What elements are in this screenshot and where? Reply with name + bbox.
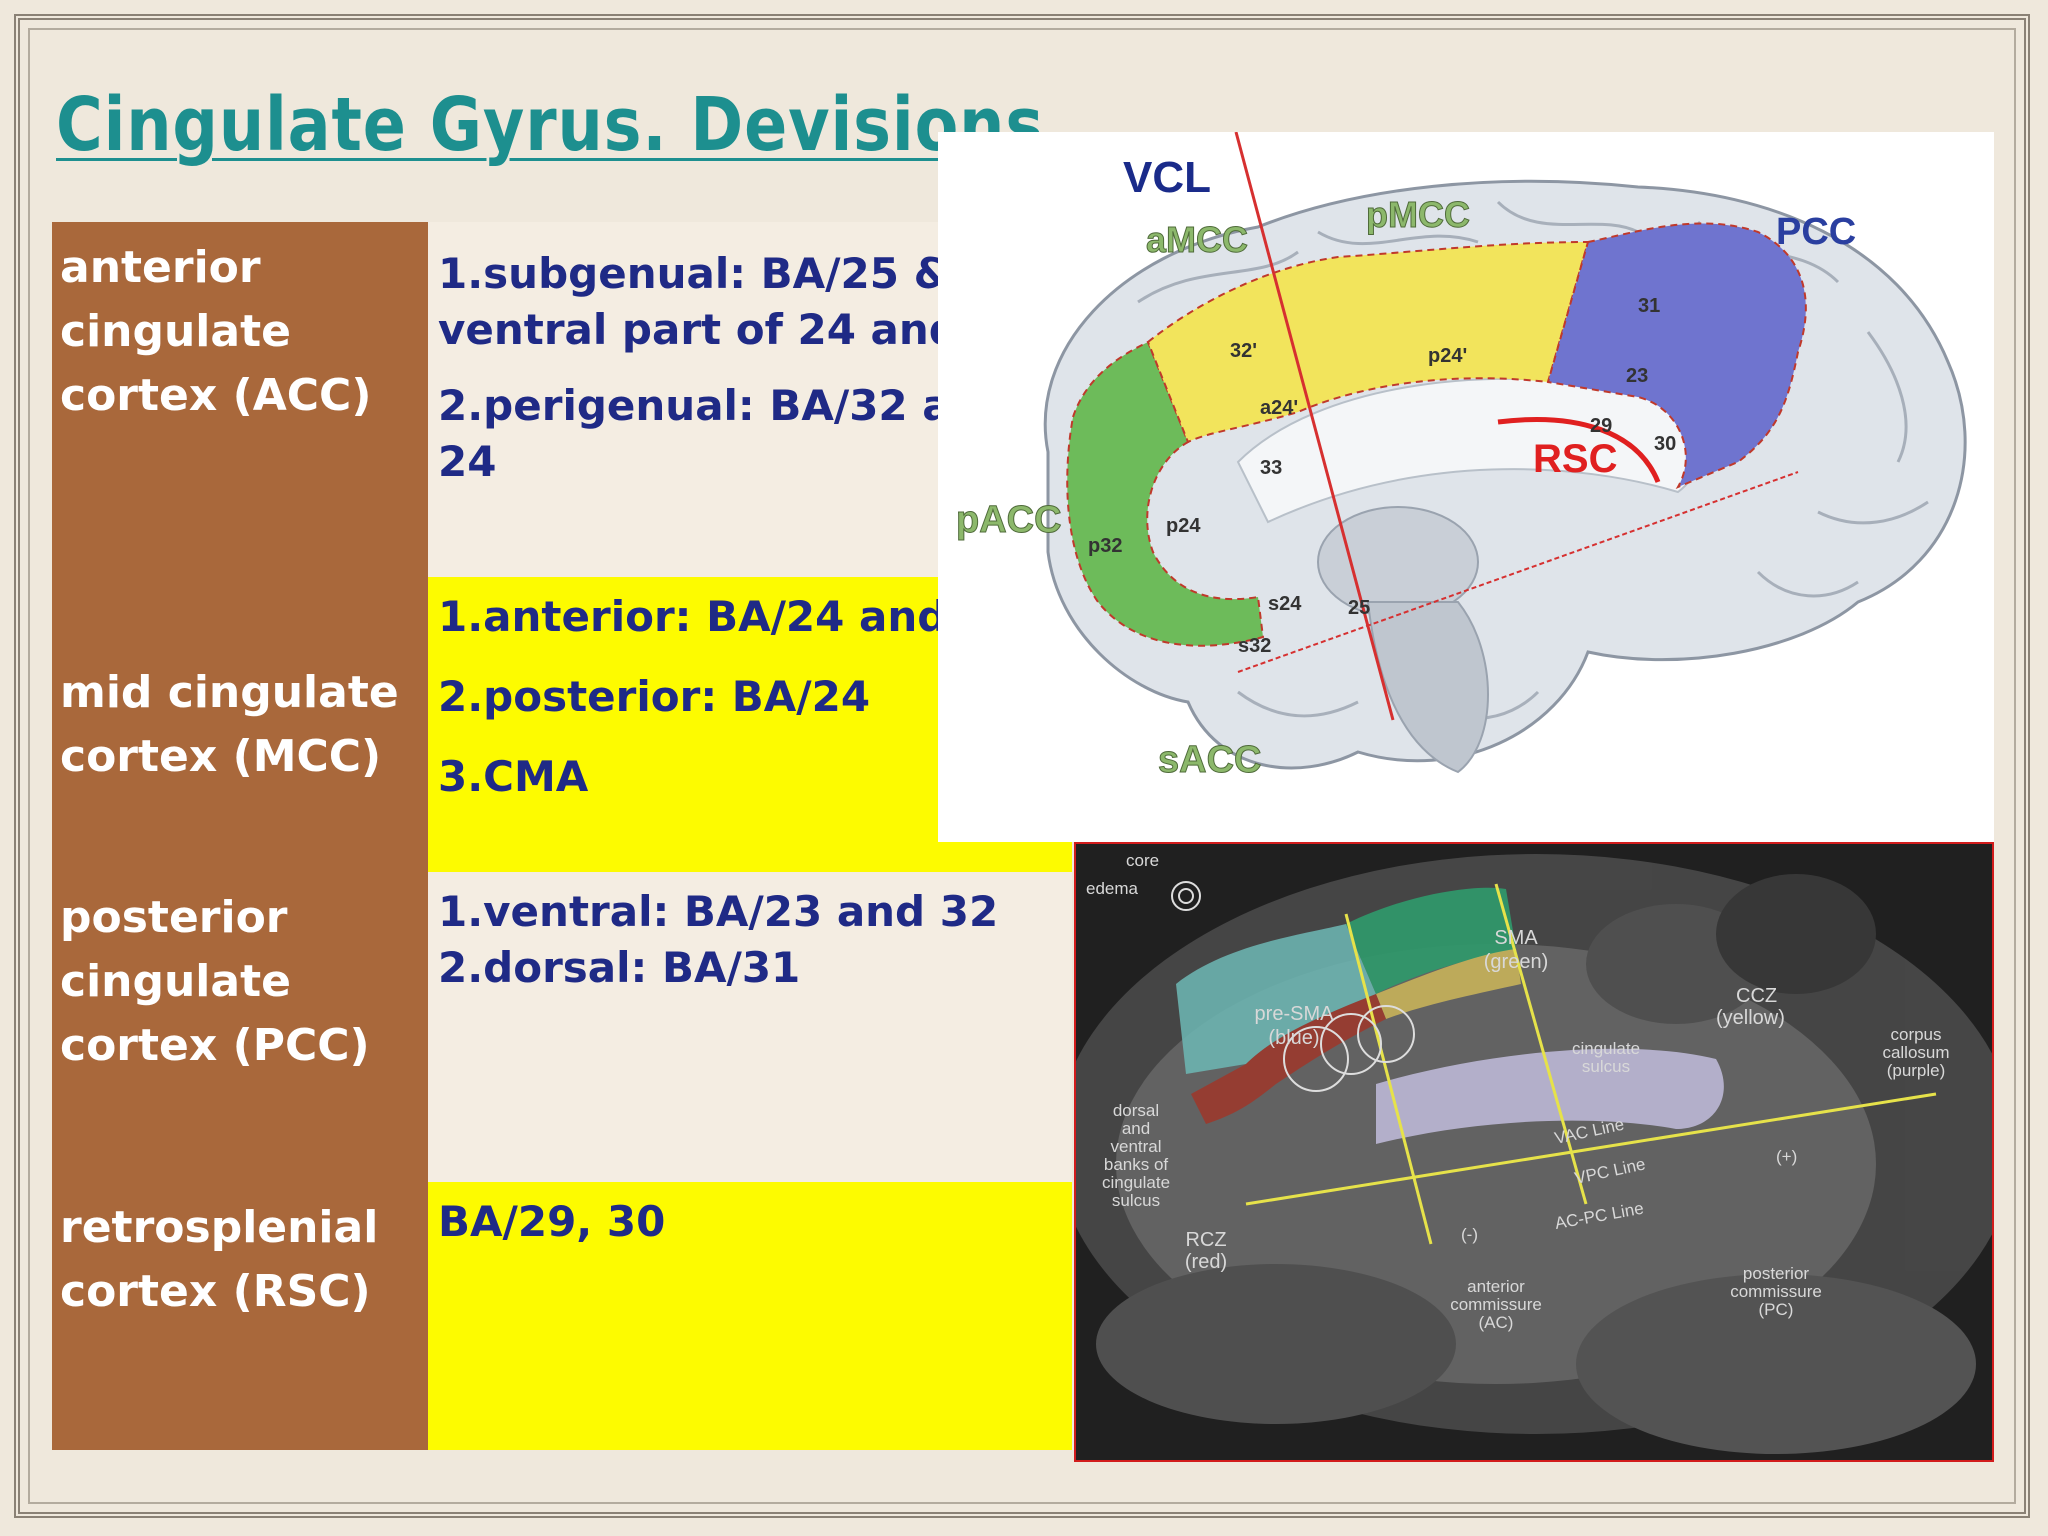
row-values-rsc: BA/29, 30 (428, 1182, 1072, 1450)
pcc-item-2: 2.dorsal: BA/31 (438, 943, 801, 992)
mri-rcz-color: (red) (1185, 1251, 1227, 1273)
mri-ccz-color: (yellow) (1716, 1007, 1785, 1029)
mri-callosum: callosum (1882, 1043, 1949, 1062)
area-p32: p32 (1088, 535, 1122, 557)
acc-item-2: 2.perigenual: BA/32 and 24 (438, 381, 1011, 486)
slide-title: Cingulate Gyrus. Devisions (56, 82, 1045, 168)
mri-sagittal-image: core edema SMA (green) pre-SMA (blue) CC… (1074, 842, 1994, 1462)
area-30: 30 (1654, 433, 1676, 455)
mri-cingulate-sulcus: cingulate (1572, 1039, 1640, 1058)
mri-post1: posterior (1743, 1264, 1809, 1283)
area-23: 23 (1626, 365, 1648, 387)
row-label-pcc: posterior cingulate cortex (PCC) (52, 872, 428, 1182)
brainstem (1366, 601, 1489, 774)
area-s24: s24 (1268, 593, 1302, 615)
ccz-yellow (1376, 949, 1521, 1019)
table-row-rsc: retrosplenial cortex (RSC) BA/29, 30 (52, 1182, 1072, 1450)
mri-post3: (PC) (1759, 1300, 1794, 1319)
area-a24p: a24' (1260, 397, 1298, 419)
pre-sma-blue (1176, 924, 1376, 1074)
label-pacc: pACC (956, 499, 1062, 541)
mri-banks: banks of (1104, 1155, 1169, 1174)
corpus-callosum-purple (1376, 1048, 1724, 1144)
mri-legend-edema: edema (1086, 879, 1139, 898)
mri-corpus: corpus (1890, 1025, 1941, 1044)
mri-post2: commissure (1730, 1282, 1822, 1301)
mri-sma-color: (green) (1484, 951, 1548, 973)
row-label-rsc: retrosplenial cortex (RSC) (52, 1182, 428, 1450)
area-s32: s32 (1238, 635, 1271, 657)
mri-cingulate-sulcus2: sulcus (1582, 1057, 1630, 1076)
label-amcc: aMCC (1146, 219, 1248, 260)
mri-and: and (1122, 1119, 1150, 1138)
mri-presma: pre-SMA (1255, 1003, 1335, 1025)
mri-rcz: RCZ (1185, 1229, 1226, 1251)
mri-ccz: CCZ (1736, 985, 1777, 1007)
table-row-mcc: mid cingulate cortex (MCC) 1.anterior: B… (52, 577, 1072, 872)
label-sacc: sACC (1158, 739, 1261, 781)
area-32p: 32' (1230, 340, 1257, 362)
area-29: 29 (1590, 415, 1612, 437)
label-vcl: VCL (1123, 153, 1211, 202)
mri-dorsal: dorsal (1113, 1101, 1159, 1120)
rsc-item-1: BA/29, 30 (438, 1197, 666, 1246)
mri-cingulate2: cingulate (1102, 1173, 1170, 1192)
mcc-item-2: 2.posterior: BA/24 (438, 672, 871, 721)
pcc-region (1546, 222, 1807, 490)
label-pmcc: pMCC (1366, 194, 1470, 235)
brain-medial-diagram: VCL aMCC pMCC PCC pACC sACC RSC 32' p24'… (938, 131, 1994, 842)
area-25: 25 (1348, 597, 1370, 619)
mri-minus: (-) (1461, 1225, 1478, 1244)
mri-ant1: anterior (1467, 1277, 1525, 1296)
area-p24: p24 (1166, 515, 1201, 537)
acc-item-1: 1.subgenual: BA/25 & ventral part of 24 … (438, 249, 1032, 354)
lesion-circles (1171, 881, 1415, 1092)
mri-plus: (+) (1776, 1147, 1797, 1166)
mri-ant3: (AC) (1479, 1313, 1514, 1332)
pcc-item-1: 1.ventral: BA/23 and 32 (438, 887, 999, 936)
mcc-item-3: 3.CMA (438, 752, 589, 801)
reference-lines (1245, 883, 1937, 1245)
mcc-item-1: 1.anterior: BA/24 and 32 (438, 592, 1021, 641)
slide-border (14, 14, 2030, 1518)
table-row-pcc: posterior cingulate cortex (PCC) 1.ventr… (52, 872, 1072, 1182)
label-pcc: PCC (1776, 211, 1856, 253)
acpc-line (1237, 471, 1799, 673)
mri-sma: SMA (1494, 927, 1538, 949)
mri-svg: core edema SMA (green) pre-SMA (blue) CC… (1076, 844, 1992, 1460)
mri-ventral: ventral (1110, 1137, 1161, 1156)
sma-green (1346, 887, 1516, 994)
area-31: 31 (1638, 295, 1660, 317)
mri-ant2: commissure (1450, 1295, 1542, 1314)
mri-sulcus2: sulcus (1112, 1191, 1160, 1210)
vcl-line (1234, 131, 1395, 721)
area-p24p: p24' (1428, 345, 1467, 367)
row-label-acc: anterior cingulate cortex (ACC) (52, 222, 428, 577)
row-label-mcc: mid cingulate cortex (MCC) (52, 577, 428, 872)
brain-diagram-svg: VCL aMCC pMCC PCC pACC sACC RSC 32' p24'… (956, 131, 1967, 782)
rsc-boundary (1497, 417, 1661, 483)
row-values-pcc: 1.ventral: BA/23 and 32 2.dorsal: BA/31 (428, 872, 1072, 1182)
mri-presma-color: (blue) (1268, 1027, 1319, 1049)
area-33: 33 (1260, 457, 1282, 479)
table-row-acc: anterior cingulate cortex (ACC) 1.subgen… (52, 222, 1072, 577)
mri-legend-core: core (1126, 851, 1159, 870)
label-rsc: RSC (1533, 437, 1617, 481)
slide-inner-border (28, 28, 2016, 1504)
mri-callosum-color: (purple) (1887, 1061, 1946, 1080)
rcz-red (1191, 994, 1386, 1124)
